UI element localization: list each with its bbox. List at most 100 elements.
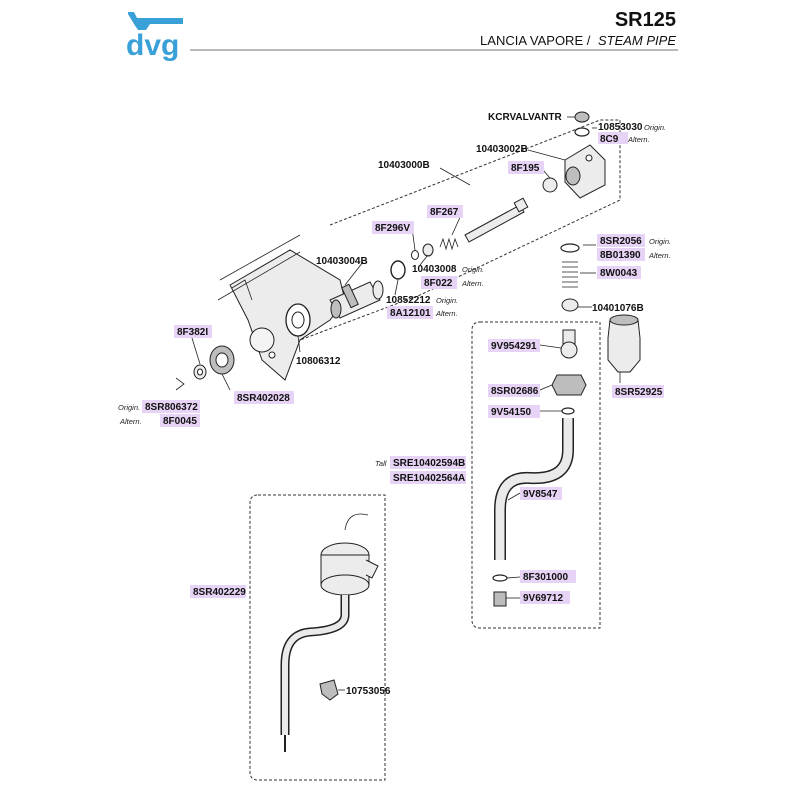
label-8f267: 8F267 bbox=[430, 207, 459, 218]
assembly-bracket-lower bbox=[471, 321, 601, 629]
brand-logo: dvg bbox=[126, 12, 183, 62]
logo-text: dvg bbox=[126, 29, 179, 62]
oring-9v54150 bbox=[561, 407, 575, 415]
seal-8f195 bbox=[542, 177, 558, 193]
label-sre10402594b: SRE10402594B bbox=[393, 458, 465, 469]
ball-joint-9v954291 bbox=[560, 329, 578, 359]
label-10403004b: 10403004B bbox=[316, 256, 368, 267]
note-origin-10853030: Origin. bbox=[644, 123, 666, 132]
label-8sr02686: 8SR02686 bbox=[491, 386, 539, 397]
label-10753056: 10753056 bbox=[346, 686, 391, 697]
highlight-8sr806372 bbox=[142, 400, 200, 413]
note-origin-8sr2056: Origin. bbox=[649, 237, 671, 246]
label-9v54150: 9V54150 bbox=[491, 407, 531, 418]
assembly-bracket-pipe bbox=[249, 494, 386, 781]
leader-lines bbox=[191, 116, 621, 691]
oring-10852212 bbox=[390, 260, 406, 280]
label-9v8547: 9V8547 bbox=[523, 489, 558, 500]
highlight-9v69712 bbox=[520, 591, 570, 604]
highlight-8b01390 bbox=[597, 248, 645, 261]
oring-8f301000 bbox=[492, 574, 508, 582]
highlight-sre10402594b bbox=[390, 456, 466, 469]
highlight-8f382i bbox=[174, 325, 212, 338]
highlight-9v954291 bbox=[488, 339, 540, 352]
label-8sr2056: 8SR2056 bbox=[600, 236, 642, 247]
highlight-8c9 bbox=[598, 132, 628, 144]
label-8c9: 8C9 bbox=[600, 134, 619, 145]
assembly-bracket-upper bbox=[299, 119, 621, 341]
connector-8sr52925 bbox=[607, 314, 641, 373]
subtitle-english: STEAM PIPE bbox=[598, 33, 676, 48]
label-10403008: 10403008 bbox=[412, 264, 457, 275]
washer-8f382i bbox=[193, 364, 207, 380]
seat-10401076b bbox=[561, 298, 579, 312]
label-10853030: 10853030 bbox=[598, 122, 643, 133]
highlight-8f022 bbox=[421, 276, 457, 289]
label-10806312: 10806312 bbox=[296, 356, 341, 367]
highlight-8sr402028 bbox=[234, 391, 294, 404]
label-sre10402564a: SRE10402564A bbox=[393, 473, 465, 484]
note-origin-10403008: Origin. bbox=[462, 265, 484, 274]
steam-tap-body-10403002b bbox=[564, 144, 606, 199]
nut-8sr02686 bbox=[551, 374, 587, 396]
subtitle-italian: LANCIA VAPORE / bbox=[480, 33, 591, 48]
note-altern-8b01390: Altern. bbox=[648, 251, 671, 260]
label-8sr52925: 8SR52925 bbox=[615, 387, 663, 398]
fixing-nut-8sr402028 bbox=[209, 345, 235, 375]
label-8f296v: 8F296V bbox=[375, 223, 410, 234]
washer-10403008 bbox=[422, 243, 434, 257]
note-altern-8c9: Altern. bbox=[627, 135, 650, 144]
oring-10853030 bbox=[574, 127, 590, 137]
page-subtitle: LANCIA VAPORE / STEAM PIPE bbox=[480, 33, 676, 48]
label-10401076b: 10401076B bbox=[592, 303, 644, 314]
oring-8f296v bbox=[411, 250, 419, 260]
note-altern-8f022: Altern. bbox=[461, 279, 484, 288]
nozzle-9v69712 bbox=[493, 591, 507, 607]
clip-10753056 bbox=[319, 679, 339, 701]
spring-8w0043 bbox=[562, 261, 578, 288]
highlight-8a12101 bbox=[387, 306, 433, 319]
label-8b01390: 8B01390 bbox=[600, 250, 641, 261]
highlight-9v54150 bbox=[488, 405, 540, 418]
label-kcrvalvantr: KCRVALVANTR bbox=[488, 112, 562, 123]
model-title: SR125 bbox=[615, 9, 676, 31]
label-9v954291: 9V954291 bbox=[491, 341, 537, 352]
note-altern-8a12101: Altern. bbox=[435, 309, 458, 318]
note-altern-8f0045: Altern. bbox=[119, 417, 142, 426]
label-8w0043: 8W0043 bbox=[600, 268, 638, 279]
label-8f195: 8F195 bbox=[511, 163, 540, 174]
note-origin-8sr806372: Origin. bbox=[118, 403, 140, 412]
label-10403002b: 10403002B bbox=[476, 144, 528, 155]
label-8f022: 8F022 bbox=[424, 278, 453, 289]
highlight-8f0045 bbox=[160, 414, 200, 427]
serrated-washer-10806312 bbox=[285, 303, 311, 337]
highlight-8sr02686 bbox=[488, 384, 540, 397]
valve-pin bbox=[464, 197, 529, 243]
valve-cap-kcrvalvantr bbox=[574, 111, 590, 123]
label-8sr402028: 8SR402028 bbox=[237, 393, 290, 404]
highlight-8w0043 bbox=[597, 266, 641, 279]
label-8f301000: 8F301000 bbox=[523, 572, 568, 583]
label-8sr402229: 8SR402229 bbox=[193, 587, 246, 598]
note-origin-10852212: Origin. bbox=[436, 296, 458, 305]
label-9v69712: 9V69712 bbox=[523, 593, 563, 604]
valve-body-10403004b bbox=[329, 280, 384, 319]
highlight-8f195 bbox=[508, 161, 544, 174]
clip-8sr806372 bbox=[175, 377, 185, 391]
label-8a12101: 8A12101 bbox=[390, 308, 431, 319]
highlight-8f296v bbox=[372, 221, 414, 234]
label-8sr806372: 8SR806372 bbox=[145, 402, 198, 413]
highlight-8sr52925 bbox=[612, 385, 664, 398]
label-8f0045: 8F0045 bbox=[163, 416, 197, 427]
note-tall: Tall bbox=[375, 459, 387, 468]
label-8f382i: 8F382I bbox=[177, 327, 208, 338]
highlight-8f267 bbox=[427, 205, 463, 218]
highlight-8f301000 bbox=[520, 570, 576, 583]
highlight-8sr2056 bbox=[597, 234, 645, 247]
highlight-sre10402564a bbox=[390, 471, 466, 484]
oring-8sr2056 bbox=[560, 243, 580, 253]
highlight-9v8547 bbox=[520, 487, 562, 500]
steam-wand-8sr402229 bbox=[280, 513, 379, 752]
highlight-8sr402229 bbox=[190, 585, 246, 598]
